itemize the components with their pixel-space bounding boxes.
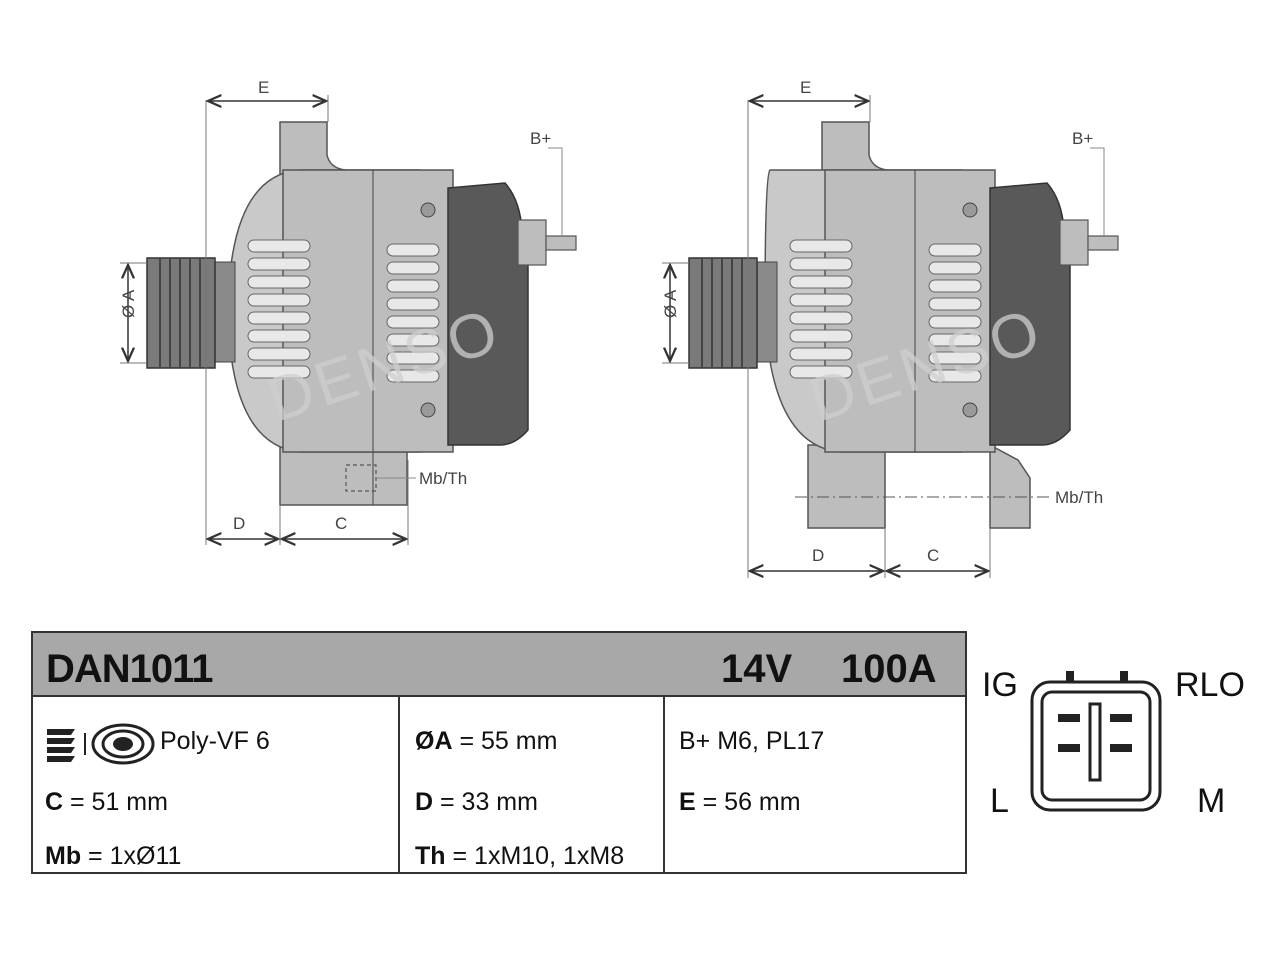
th-spec: Th = 1xM10, 1xM8 <box>415 842 624 871</box>
th-label: Th <box>415 842 446 870</box>
bplus-callout: B+ <box>530 129 551 148</box>
spec-table: DAN1011 14V 100A Poly-VF 6 ØA = 55 mm B+… <box>31 631 967 874</box>
mb-value: = 1xØ11 <box>81 842 182 870</box>
dia-a-spec: ØA = 55 mm <box>415 727 557 756</box>
mb-spec: Mb = 1xØ11 <box>45 842 181 871</box>
mbth-callout: Mb/Th <box>419 469 467 488</box>
connector-ig-label: IG <box>982 666 1018 704</box>
dim-a-label: Ø A <box>661 289 680 318</box>
column-divider <box>663 697 665 872</box>
connector-rlo-label: RLO <box>1175 666 1245 704</box>
connector-plug-icon <box>1030 671 1162 812</box>
dim-a-label: Ø A <box>119 289 138 318</box>
dim-c-label: C <box>335 514 347 533</box>
dim-d-label: D <box>233 514 245 533</box>
mbth-callout: Mb/Th <box>1055 488 1103 507</box>
c-spec: C = 51 mm <box>45 788 168 817</box>
pulley-type: Poly-VF 6 <box>160 727 270 755</box>
d-label: D <box>415 788 434 816</box>
amperage: 100A <box>841 647 937 691</box>
e-label: E <box>679 788 696 816</box>
alternator-drawings: DENSO E D C Ø A B+ Mb/Th <box>119 78 1119 620</box>
dim-e-label: E <box>258 78 269 97</box>
dim-c-label: C <box>927 546 939 565</box>
connector-m-label: M <box>1197 782 1226 820</box>
alternator-right-view: DENSO E D C Ø A B+ Mb/Th <box>661 78 1119 578</box>
dia-a-label: ØA <box>415 727 453 755</box>
model-number: DAN1011 <box>46 647 213 691</box>
dim-d-label: D <box>812 546 824 565</box>
c-value: = 51 mm <box>63 788 168 816</box>
th-value: = 1xM10, 1xM8 <box>445 842 625 870</box>
c-label: C <box>45 788 64 816</box>
spec-header: DAN1011 14V 100A <box>33 633 965 697</box>
column-divider <box>398 697 400 872</box>
poly-v-pulley-icon <box>47 723 155 765</box>
d-spec: D = 33 mm <box>415 788 538 817</box>
bplus-spec: B+ M6, PL17 <box>679 727 825 755</box>
d-value: = 33 mm <box>433 788 538 816</box>
bplus-callout: B+ <box>1072 129 1093 148</box>
connector-l-label: L <box>990 782 1009 820</box>
voltage: 14V <box>721 647 793 691</box>
e-spec: E = 56 mm <box>679 788 801 817</box>
e-value: = 56 mm <box>695 788 801 816</box>
dia-a-value: = 55 mm <box>452 727 558 755</box>
alternator-left-view: DENSO E D C Ø A B+ Mb/Th <box>119 78 577 545</box>
mb-label: Mb <box>45 842 82 870</box>
dim-e-label: E <box>800 78 811 97</box>
